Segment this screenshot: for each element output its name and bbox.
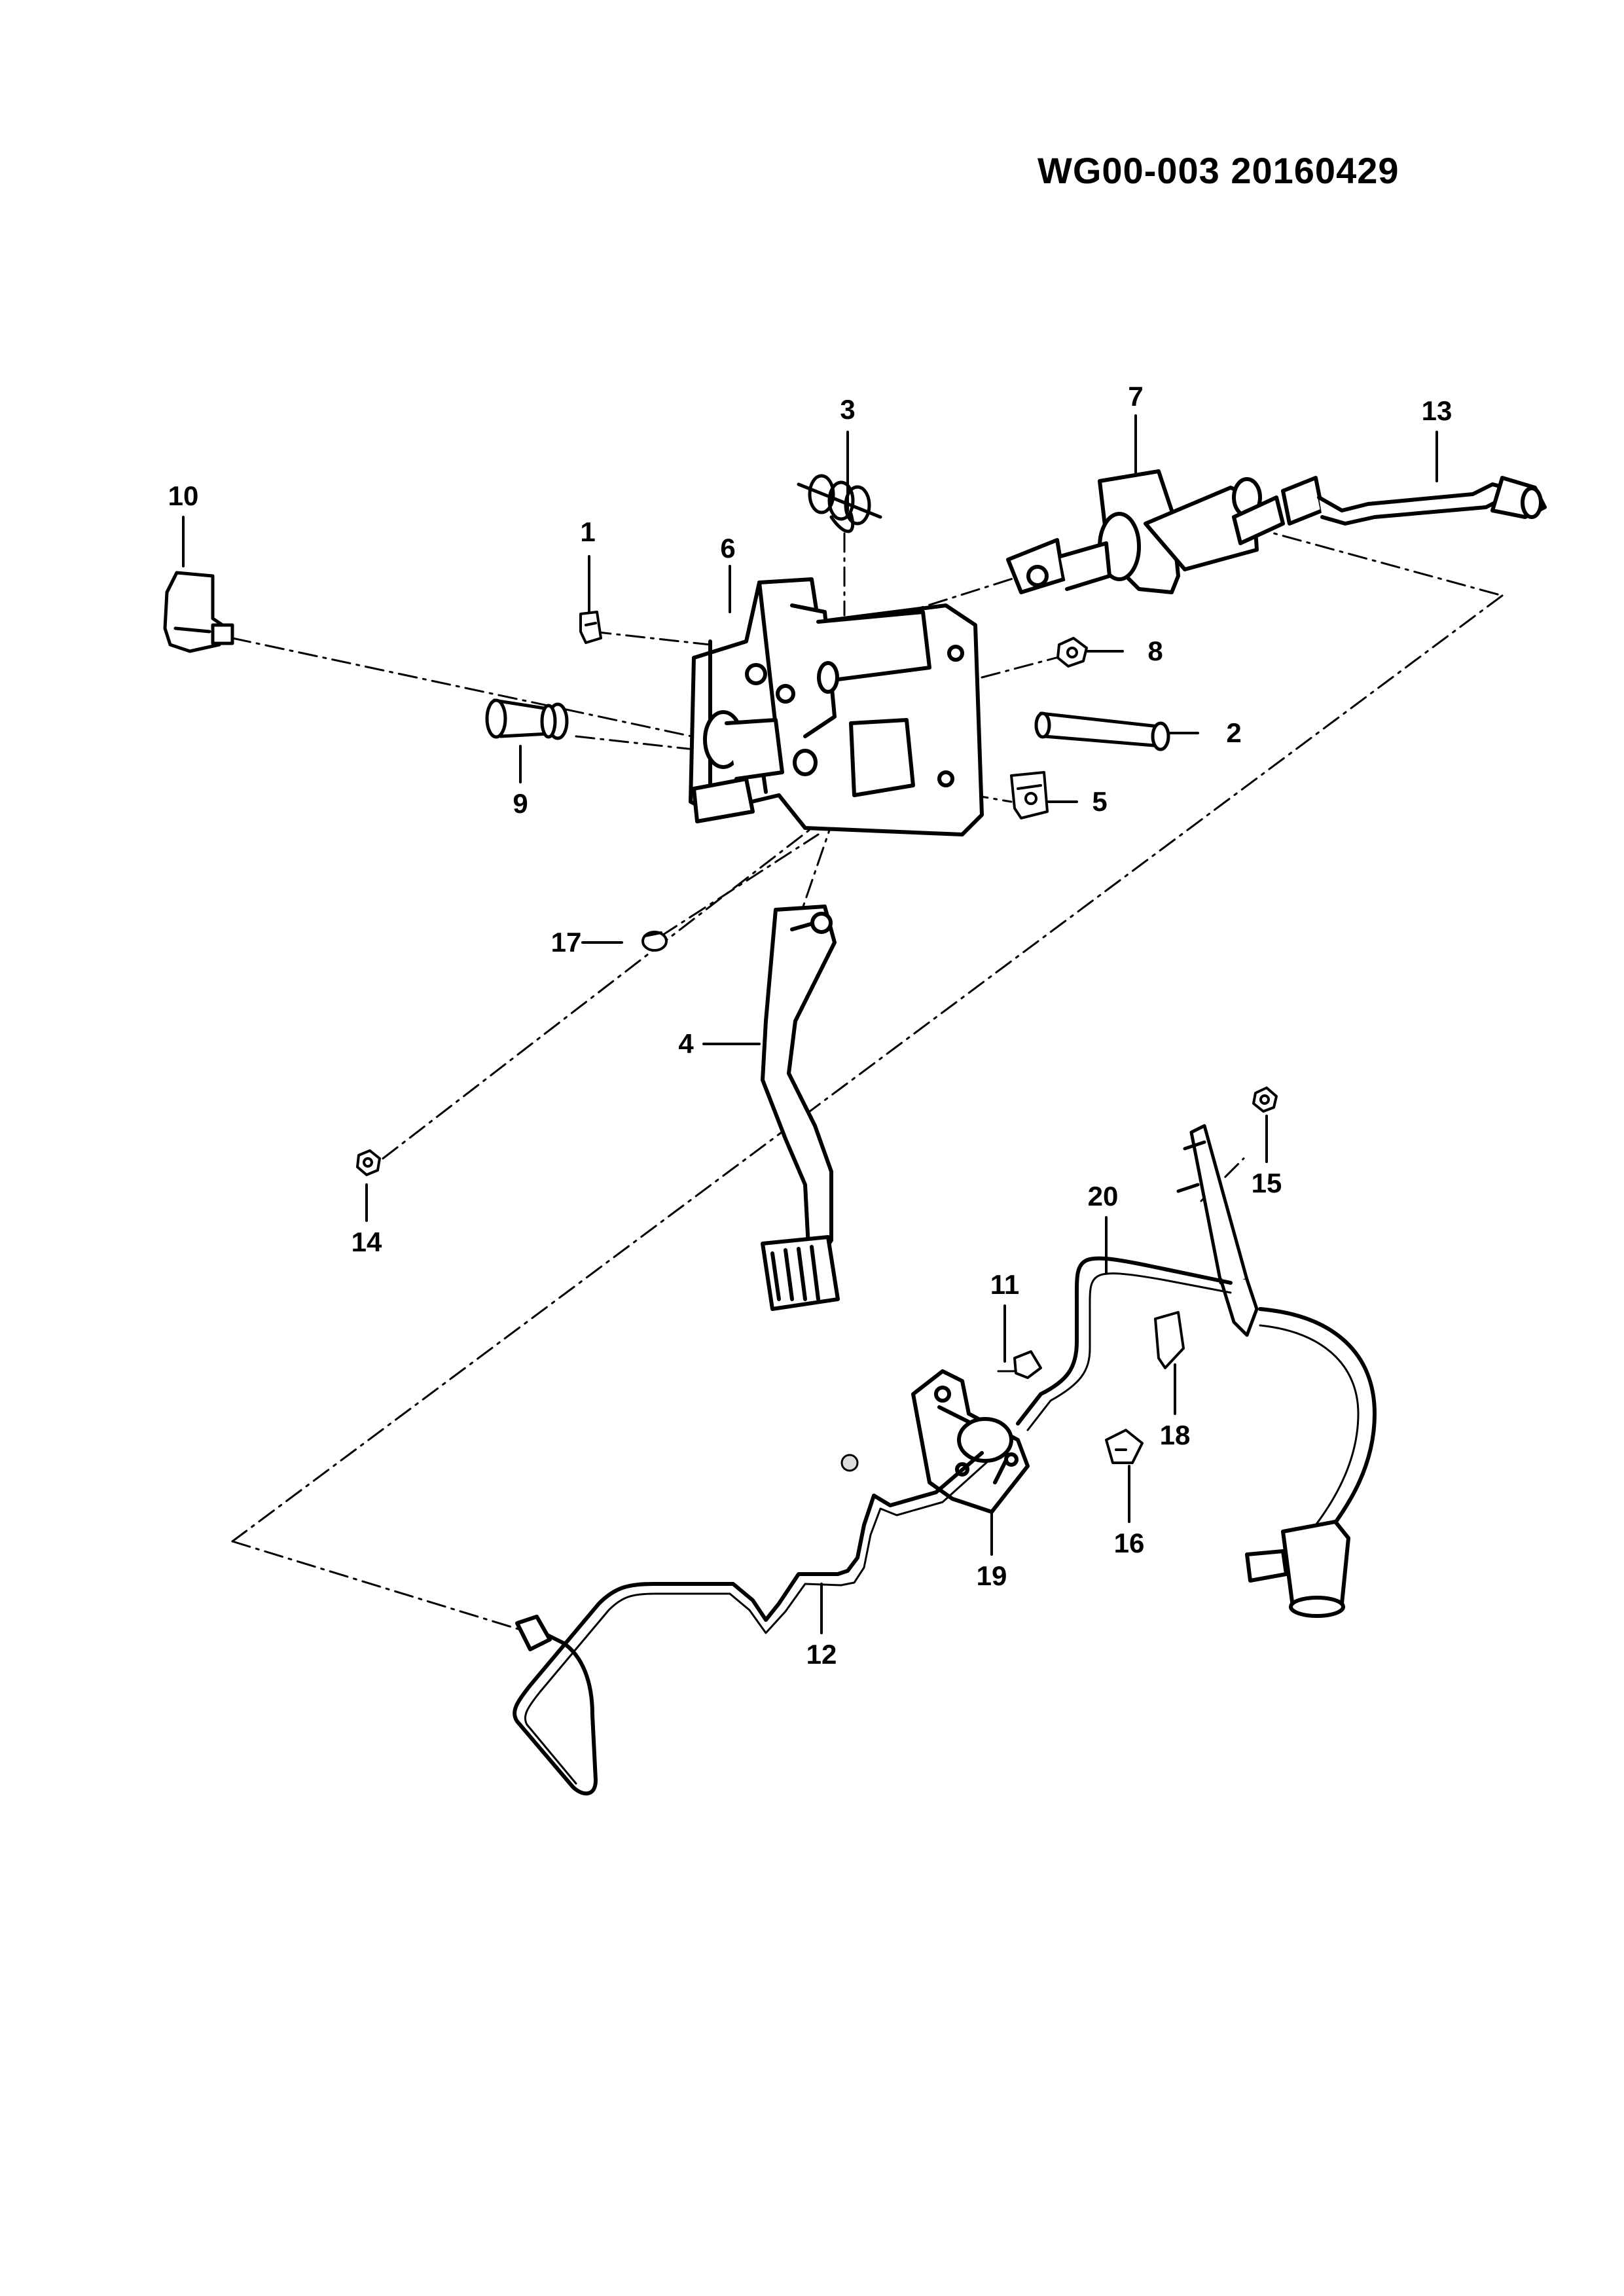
callout-5: 5	[1092, 786, 1108, 817]
callout-10: 10	[168, 480, 199, 511]
callout-11: 11	[990, 1269, 1020, 1300]
part-16-push-fastener	[1105, 1429, 1144, 1464]
part-3-return-spring	[797, 474, 882, 533]
part-15-nut	[1252, 1086, 1278, 1113]
callout-4: 4	[678, 1028, 694, 1059]
callout-8: 8	[1147, 636, 1163, 666]
part-5-clip	[1010, 771, 1049, 819]
callout-20: 20	[1087, 1181, 1119, 1211]
callout-1: 1	[580, 516, 596, 547]
callout-9: 9	[513, 788, 528, 819]
part-2-pivot-pin	[1034, 711, 1170, 751]
callout-12: 12	[806, 1639, 837, 1670]
callout-13: 13	[1421, 395, 1453, 426]
part-17-bumper	[641, 931, 668, 952]
part-9-bushing	[485, 698, 569, 740]
part-18-retainer-clip	[1154, 1311, 1185, 1369]
callout-7: 7	[1128, 381, 1144, 412]
callout-15: 15	[1251, 1168, 1282, 1198]
callout-17: 17	[550, 927, 582, 958]
part-12-brake-pipe	[513, 1451, 990, 1796]
part-6-pedal-bracket	[689, 577, 984, 836]
document-id: WG00-003 20160429	[1038, 150, 1399, 191]
loose-nut	[840, 1454, 859, 1472]
part-4-clutch-pedal	[761, 905, 840, 1311]
assembly-guide-lines	[231, 526, 1504, 1631]
part-20-hydraulic-line	[1016, 1256, 1233, 1431]
part-13-hose	[1281, 476, 1547, 526]
part-1-clip	[579, 611, 602, 644]
part-20-bracket	[1176, 1124, 1259, 1337]
callout-18: 18	[1159, 1420, 1191, 1450]
part-8-nut	[1056, 637, 1088, 668]
callout-3: 3	[840, 394, 856, 425]
part-7-master-cylinder	[1006, 469, 1285, 594]
callout-2: 2	[1226, 717, 1242, 748]
flex-hose-lower	[1245, 1307, 1377, 1618]
part-11-bolt	[1013, 1350, 1042, 1379]
callout-6: 6	[720, 533, 736, 564]
part-10-pedal-sensor	[163, 571, 234, 653]
part-19-slave-cylinder	[911, 1369, 1030, 1514]
callout-19: 19	[976, 1560, 1007, 1591]
part-14-nut	[356, 1149, 381, 1176]
callout-14: 14	[351, 1227, 382, 1257]
callout-16: 16	[1113, 1528, 1145, 1558]
